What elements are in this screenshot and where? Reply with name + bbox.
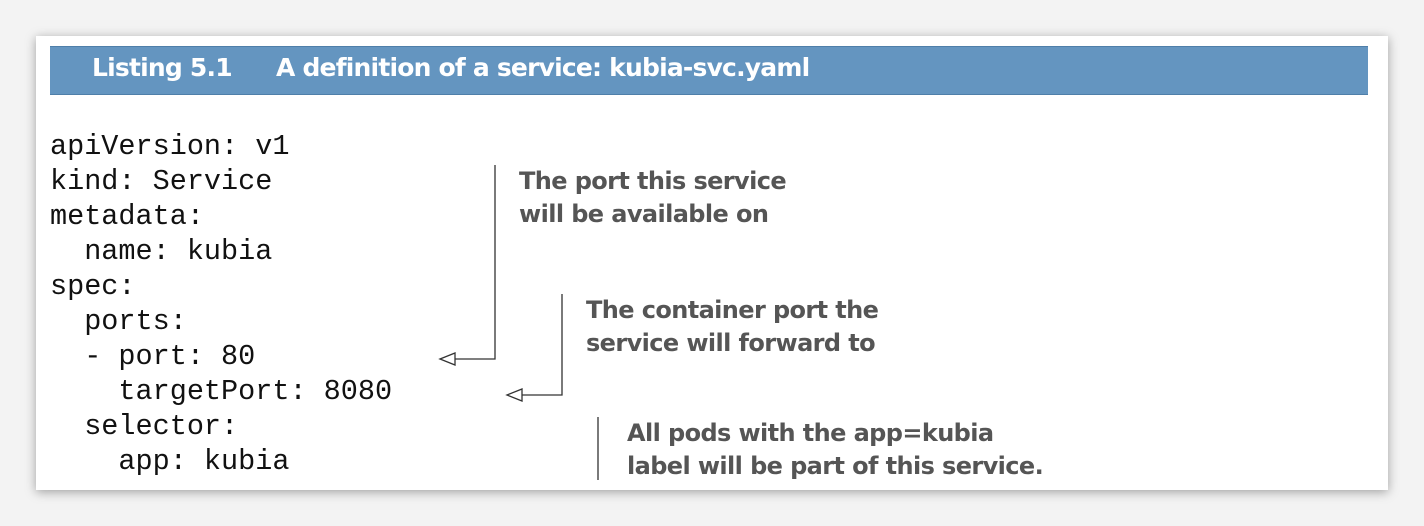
annotation-line: The port this service <box>519 167 787 195</box>
listing-number: Listing 5.1 <box>92 53 233 82</box>
code-line: - port: 80 <box>50 340 256 373</box>
annotation-line: will be available on <box>519 200 769 228</box>
code-line: selector: <box>50 410 239 443</box>
annotation-line: service will forward to <box>586 329 876 357</box>
annotation-port: The port this service will be available … <box>519 165 787 231</box>
annotation-line: label will be part of this service. <box>627 452 1044 480</box>
listing-title: A definition of a service: kubia-svc.yam… <box>276 53 810 82</box>
listing-page <box>36 36 1388 490</box>
listing-header-bar: Listing 5.1 A definition of a service: k… <box>50 46 1368 95</box>
annotation-selector: All pods with the app=kubia label will b… <box>627 417 1044 483</box>
code-line: apiVersion: v1 <box>50 130 290 163</box>
code-line: kind: Service <box>50 165 273 198</box>
code-line: targetPort: 8080 <box>50 375 393 408</box>
annotation-target-port: The container port the service will forw… <box>586 294 879 360</box>
code-line: metadata: <box>50 200 204 233</box>
code-line: spec: <box>50 270 136 303</box>
code-line: name: kubia <box>50 235 273 268</box>
code-line: app: kubia <box>50 445 290 478</box>
annotation-line: The container port the <box>586 296 879 324</box>
annotation-line: All pods with the app=kubia <box>627 419 994 447</box>
code-line: ports: <box>50 305 187 338</box>
